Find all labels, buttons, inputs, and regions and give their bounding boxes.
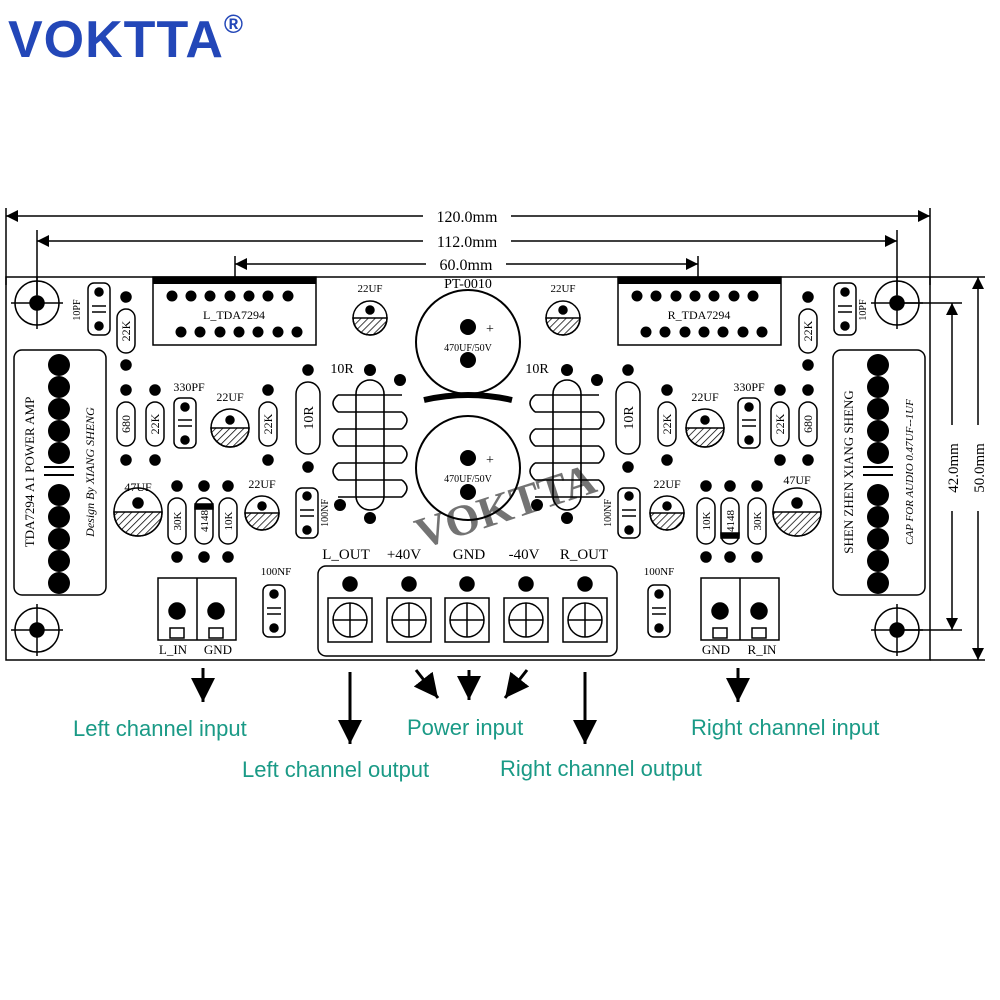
svg-text:22K: 22K [148, 413, 162, 434]
svg-text:30K: 30K [172, 511, 184, 530]
main-cap-bottom-label: 470UF/50V [444, 474, 493, 485]
dim-overall-label: 120.0mm [437, 209, 498, 226]
svg-text:680: 680 [801, 415, 815, 433]
svg-text:+: + [486, 453, 494, 468]
minus-40v-terminal-label: -40V [509, 547, 540, 563]
svg-text:10PF: 10PF [72, 299, 83, 321]
dim-height-holes-label: 42.0mm [946, 443, 962, 493]
left-input-cap-panel [13, 349, 107, 596]
svg-text:22UF: 22UF [248, 477, 276, 491]
main-capacitor-top: + [415, 289, 521, 395]
svg-text:47UF: 47UF [124, 480, 152, 494]
right-channel-input-caption: Right channel input [691, 715, 880, 740]
right-panel-note: CAP FOR AUDIO 0.47UF--1UF [904, 399, 916, 545]
svg-text:30K: 30K [752, 511, 764, 530]
left-in-label: L_IN [159, 642, 188, 657]
left-input-connector [157, 577, 237, 641]
svg-text:10R: 10R [302, 406, 317, 430]
right-chip-label: R_TDA7294 [668, 308, 731, 322]
svg-text:330PF: 330PF [173, 380, 205, 394]
right-gnd-label: GND [702, 642, 730, 657]
svg-text:22UF: 22UF [653, 477, 681, 491]
r-out-terminal-label: R_OUT [560, 547, 608, 563]
mounting-hole [11, 277, 63, 329]
left-output-coil [332, 364, 408, 524]
left-channel-input-caption: Left channel input [73, 716, 247, 741]
right-input-connector [700, 577, 780, 641]
svg-text:10K: 10K [701, 511, 713, 530]
svg-text:22K: 22K [801, 320, 815, 341]
dim-height-board-label: 50.0mm [972, 443, 988, 493]
svg-text:680: 680 [119, 415, 133, 433]
right-coil-resistor-label: 10R [525, 362, 549, 377]
svg-text:22K: 22K [773, 413, 787, 434]
svg-text:100NF: 100NF [644, 566, 675, 578]
board-model-label: PT-0010 [444, 277, 492, 292]
svg-text:22UF: 22UF [216, 390, 244, 404]
board-outline [5, 276, 931, 661]
right-channel-output-caption: Right channel output [500, 756, 702, 781]
power-input-caption: Power input [407, 715, 524, 740]
dim-chips-label: 60.0mm [440, 257, 493, 274]
svg-text:22K: 22K [261, 413, 275, 434]
right-chip-footprint [617, 276, 782, 346]
right-panel-title: SHEN ZHEN XIANG SHENG [841, 390, 856, 554]
l-out-terminal-label: L_OUT [322, 547, 370, 563]
svg-text:22K: 22K [660, 413, 674, 434]
right-input-cap-panel [832, 349, 926, 596]
gnd-terminal-label: GND [453, 547, 486, 563]
mounting-holes [11, 277, 923, 656]
dim-holes-label: 112.0mm [437, 234, 498, 251]
svg-text:22UF: 22UF [691, 390, 719, 404]
svg-text:10R: 10R [622, 406, 637, 430]
right-in-label: R_IN [748, 642, 778, 657]
svg-text:4148: 4148 [725, 510, 737, 533]
left-small-components [87, 282, 388, 638]
component-labels: 10PF 22K 680 22K 330PF 22UF 22K 10R 100N… [72, 283, 869, 578]
main-capacitor-bottom: + [415, 415, 521, 521]
svg-text:100NF: 100NF [261, 566, 292, 578]
left-chip-footprint [152, 276, 317, 346]
svg-text:+: + [486, 322, 494, 337]
plus-40v-terminal-label: +40V [387, 547, 421, 563]
left-chip-label: L_TDA7294 [203, 308, 265, 322]
svg-text:22UF: 22UF [357, 283, 382, 295]
brand-logo: VOKTTA® [8, 8, 245, 69]
annotation-arrows [191, 668, 750, 744]
right-output-coil [529, 364, 605, 524]
left-coil-resistor-label: 10R [330, 362, 354, 377]
svg-text:330PF: 330PF [733, 380, 765, 394]
left-gnd-label: GND [204, 642, 232, 657]
svg-text:22K: 22K [119, 320, 133, 341]
right-small-components [545, 282, 857, 638]
svg-text:4148: 4148 [199, 510, 211, 533]
svg-text:22UF: 22UF [550, 283, 575, 295]
mounting-hole [871, 604, 923, 656]
left-panel-title: TDA7294 A1 POWER AMP [22, 397, 37, 548]
svg-text:100NF: 100NF [603, 499, 614, 527]
svg-text:47UF: 47UF [783, 473, 811, 487]
svg-text:100NF: 100NF [320, 499, 331, 527]
left-channel-output-caption: Left channel output [242, 757, 430, 782]
watermark: VOKTTA [409, 454, 602, 558]
power-output-terminal-block [317, 565, 618, 657]
svg-text:10PF: 10PF [858, 299, 869, 321]
mounting-hole [11, 604, 63, 656]
left-panel-credit: Design By XIANG SHENG [83, 407, 97, 538]
main-cap-top-label: 470UF/50V [444, 343, 493, 354]
svg-text:10K: 10K [223, 511, 235, 530]
mounting-hole [871, 277, 923, 329]
